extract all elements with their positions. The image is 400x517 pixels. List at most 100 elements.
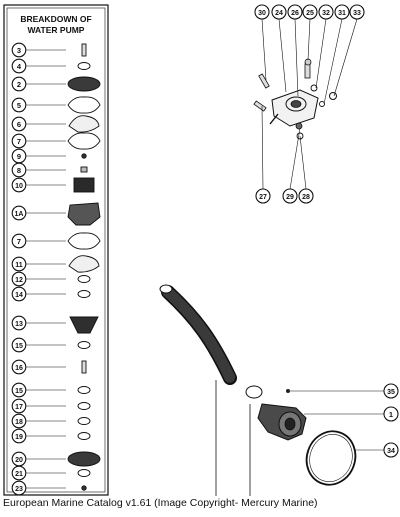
breakdown-item-23-callout-label: 21	[15, 471, 23, 478]
breakdown-item-11-callout-circle	[11, 233, 27, 249]
breakdown-item-13-callout: 12	[11, 271, 27, 287]
breakdown-item-2: 4	[11, 58, 91, 74]
breakdown-item-19-part	[77, 402, 91, 410]
bottom-callout-1: 1	[383, 406, 399, 422]
breakdown-panel-inner-frame	[6, 7, 106, 493]
breakdown-item-3-callout: 2	[11, 76, 27, 92]
breakdown-item-4: 5	[11, 96, 101, 114]
top-callout-32: 32	[318, 4, 334, 20]
breakdown-item-4-callout: 5	[11, 97, 27, 113]
breakdown-item-4-callout-label: 5	[17, 101, 21, 110]
pump-assembly-drawing	[245, 385, 357, 496]
breakdown-item-12: 11	[11, 255, 100, 273]
top-callout-31-label: 31	[338, 10, 346, 17]
breakdown-item-22-part	[67, 451, 101, 467]
top-callout-26: 26	[287, 4, 303, 20]
breakdown-item-7-part	[81, 153, 87, 159]
hose-drawing	[159, 284, 237, 496]
top-callout-29-leader	[289, 127, 301, 190]
breakdown-item-17-callout-circle	[11, 359, 27, 375]
breakdown-item-21-callout: 19	[11, 428, 27, 444]
top-callout-31-leader	[323, 18, 343, 105]
top-callout-24-circle	[271, 4, 287, 20]
top-callout-27: 27	[255, 188, 271, 204]
breakdown-item-21-callout-label: 19	[15, 434, 23, 441]
top-callout-30-label: 30	[258, 10, 266, 17]
top-callout-29-label: 29	[286, 194, 294, 201]
breakdown-item-6-callout-label: 7	[17, 137, 21, 146]
breakdown-item-20-callout-circle	[11, 413, 27, 429]
breakdown-item-13-callout-label: 12	[15, 277, 23, 284]
breakdown-item-12-callout: 11	[11, 256, 27, 272]
breakdown-item-9-part	[73, 177, 95, 193]
breakdown-item-22: 20	[11, 451, 101, 467]
panel-title-line1: BREAKDOWN OF	[20, 14, 91, 24]
breakdown-item-23: 21	[11, 465, 91, 481]
breakdown-item-3: 2	[11, 76, 101, 92]
breakdown-item-17-callout: 16	[11, 359, 27, 375]
top-callout-32-label: 32	[322, 10, 330, 17]
breakdown-item-23-part	[77, 469, 91, 477]
top-callout-29-circle	[282, 188, 298, 204]
breakdown-item-4-part	[67, 96, 101, 114]
breakdown-item-9: 10	[11, 177, 95, 193]
top-callout-28-label: 28	[302, 194, 310, 201]
top-callout-25-leader	[307, 18, 311, 61]
breakdown-item-2-callout: 4	[11, 58, 27, 74]
top-callout-24: 24	[271, 4, 287, 20]
breakdown-item-10-callout: 1A	[11, 205, 27, 221]
breakdown-item-11-callout-label: 7	[17, 237, 21, 246]
breakdown-item-10: 1A	[11, 202, 101, 226]
bottom-callout-34-label: 34	[387, 448, 395, 455]
bottom-callout-34: 34	[383, 442, 399, 458]
breakdown-item-20-part	[77, 417, 91, 425]
breakdown-item-15-callout-circle	[11, 315, 27, 331]
breakdown-item-20-callout: 18	[11, 413, 27, 429]
breakdown-item-20-callout-label: 18	[15, 419, 23, 426]
breakdown-item-6-callout-circle	[11, 133, 27, 149]
breakdown-item-24-part	[81, 485, 87, 491]
breakdown-item-13-callout-circle	[11, 271, 27, 287]
breakdown-item-23-callout-circle	[11, 465, 27, 481]
breakdown-item-8-callout: 8	[11, 162, 27, 178]
breakdown-item-6-callout: 7	[11, 133, 27, 149]
cover-assembly-drawing	[253, 58, 337, 140]
breakdown-item-5-callout: 6	[11, 116, 27, 132]
top-callout-33-circle	[349, 4, 365, 20]
top-callout-28-leader	[299, 135, 307, 190]
breakdown-item-6: 7	[11, 132, 101, 150]
breakdown-item-18-part	[77, 386, 91, 394]
breakdown-item-15-part	[69, 316, 99, 334]
breakdown-item-19-callout: 17	[11, 398, 27, 414]
breakdown-item-14: 14	[11, 286, 91, 302]
breakdown-panel-frame	[3, 4, 109, 496]
top-callout-28-circle	[298, 188, 314, 204]
bottom-callout-34-circle	[383, 442, 399, 458]
top-callout-25: 25	[302, 4, 318, 20]
top-callout-27-label: 27	[259, 194, 267, 201]
top-callout-30: 30	[254, 4, 270, 20]
breakdown-item-21-callout-circle	[11, 428, 27, 444]
breakdown-item-1-callout-circle	[11, 42, 27, 58]
breakdown-item-5-callout-label: 6	[17, 120, 21, 129]
breakdown-item-11: 7	[11, 232, 101, 250]
top-callout-26-circle	[287, 4, 303, 20]
top-callout-25-label: 25	[306, 10, 314, 17]
breakdown-item-5: 6	[11, 115, 100, 133]
top-callout-24-label: 24	[275, 10, 283, 17]
breakdown-item-17: 16	[11, 359, 87, 375]
breakdown-item-13: 12	[11, 271, 91, 287]
breakdown-item-11-callout: 7	[11, 233, 27, 249]
bottom-callout-1-circle	[383, 406, 399, 422]
top-callout-26-leader	[294, 18, 299, 97]
bottom-callout-1-label: 1	[389, 410, 393, 419]
breakdown-item-2-callout-circle	[11, 58, 27, 74]
breakdown-item-14-callout-label: 14	[15, 292, 23, 299]
breakdown-item-15-callout: 13	[11, 315, 27, 331]
top-callout-32-leader	[315, 18, 327, 89]
breakdown-item-12-part	[68, 255, 100, 273]
